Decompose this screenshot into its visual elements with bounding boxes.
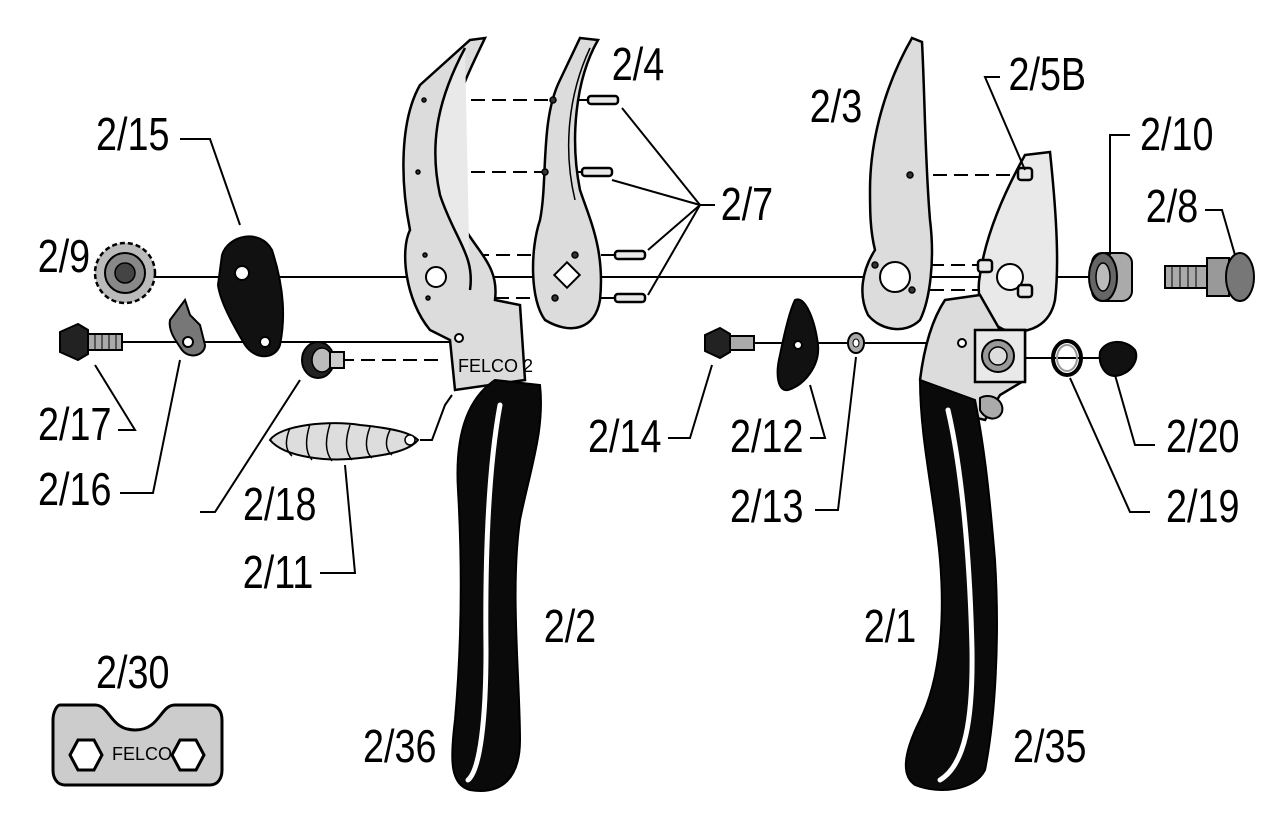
- lever-2-12: [776, 298, 820, 392]
- washer-2-13: [847, 332, 865, 354]
- label-2-15: 2/15: [96, 108, 169, 159]
- nut-2-9: [93, 241, 157, 305]
- label-2-10: 2/10: [1140, 108, 1213, 159]
- label-2-7: 2/7: [721, 178, 773, 229]
- label-2-12: 2/12: [730, 410, 803, 461]
- cutting-blade-2-3: [861, 36, 934, 331]
- label-2-19: 2/19: [1166, 480, 1239, 531]
- label-2-14: 2/14: [588, 410, 661, 461]
- rivets-2-7: [580, 94, 715, 304]
- label-2-1: 2/1: [864, 600, 916, 651]
- anvil-blade-2-4: [531, 36, 603, 330]
- label-2-16: 2/16: [38, 463, 111, 514]
- bushing-2-10: [1088, 252, 1133, 302]
- lower-handle-2-2: FELCO 2: [402, 36, 542, 792]
- blade-plate-2-5b: [976, 150, 1059, 333]
- label-2-30: 2/30: [96, 646, 169, 697]
- screw-2-14: [704, 326, 755, 360]
- label-2-35: 2/35: [1013, 720, 1086, 771]
- label-2-5b: 2/5B: [1009, 48, 1087, 99]
- plate-2-15: [216, 235, 285, 358]
- bumper-2-18: [301, 341, 345, 379]
- label-2-3: 2/3: [810, 80, 862, 131]
- label-2-8: 2/8: [1146, 180, 1198, 231]
- label-2-9: 2/9: [38, 230, 90, 281]
- label-2-36: 2/36: [363, 720, 436, 771]
- wrench-marking: FELCO: [112, 744, 172, 764]
- label-2-11: 2/11: [243, 546, 314, 597]
- label-leaders: [94, 76, 1236, 574]
- wrench-2-30: FELCO: [51, 703, 224, 787]
- upper-handle-2-1: [904, 293, 1027, 791]
- spring-2-11: [268, 422, 420, 462]
- cap-2-20: [1098, 341, 1138, 378]
- part-labels: 2/2 2/1 2/3 2/4 2/5B 2/7 2/8 2/9 2/10 2/…: [38, 38, 1240, 771]
- label-2-18: 2/18: [243, 478, 316, 529]
- label-2-20: 2/20: [1166, 410, 1239, 461]
- label-2-13: 2/13: [730, 480, 803, 531]
- label-2-17: 2/17: [38, 398, 111, 449]
- handle-marking: FELCO 2: [458, 356, 533, 376]
- screw-2-17: [59, 322, 123, 362]
- label-2-4: 2/4: [612, 38, 664, 89]
- ring-2-19: [1051, 339, 1083, 377]
- lock-lever-2-16: [168, 297, 207, 357]
- bolt-2-8: [1164, 252, 1255, 302]
- label-2-2: 2/2: [544, 600, 596, 651]
